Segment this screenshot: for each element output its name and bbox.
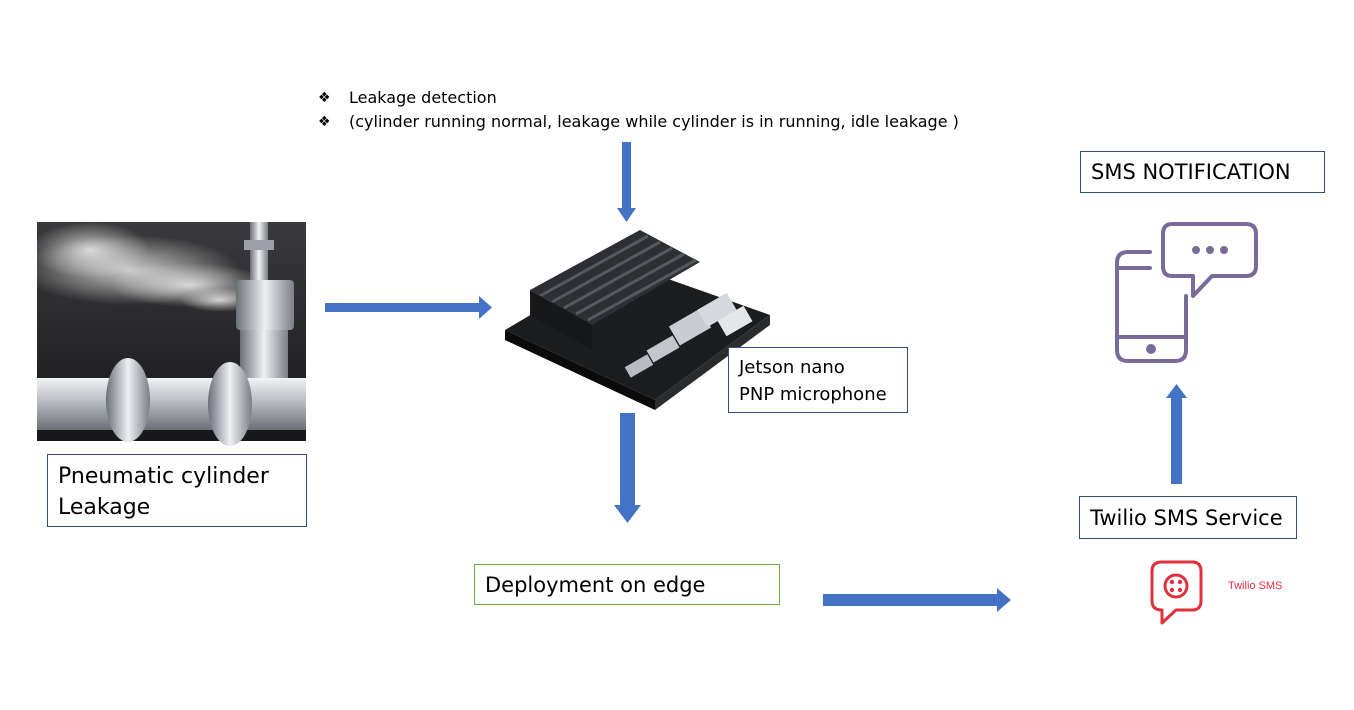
jetson-label-line2: PNP microphone [739, 384, 887, 405]
jetson-label-box: Jetson nano PNP microphone [728, 347, 908, 413]
arrow-down-top [617, 142, 636, 222]
arrow-up-sms [1166, 384, 1187, 484]
bullet-icon: ❖ [318, 114, 331, 130]
sms-notification-box: SMS NOTIFICATION [1080, 151, 1325, 193]
sms-notification-label: SMS NOTIFICATION [1091, 160, 1291, 184]
twilio-logo-icon [1150, 560, 1203, 625]
arrow-right-cylinder [325, 296, 492, 319]
deployment-label: Deployment on edge [485, 573, 706, 597]
jetson-nano-image [505, 230, 770, 410]
bullet-item: ❖ (cylinder running normal, leakage whil… [318, 110, 959, 134]
bullet-text: Leakage detection [349, 88, 497, 107]
bullet-list: ❖ Leakage detection ❖ (cylinder running … [318, 86, 959, 134]
arrow-right-twilio [823, 588, 1011, 612]
arrow-down-deployment [614, 413, 641, 523]
arrows [325, 142, 1187, 612]
pneumatic-cylinder-image [20, 222, 306, 446]
twilio-service-label: Twilio SMS Service [1090, 506, 1283, 530]
cylinder-label-line1: Pneumatic cylinder [58, 464, 269, 489]
cylinder-label-box: Pneumatic cylinder Leakage [47, 454, 307, 527]
phone-chat-icon [1115, 222, 1258, 363]
cylinder-label-line2: Leakage [58, 495, 151, 520]
twilio-service-box: Twilio SMS Service [1079, 496, 1297, 539]
twilio-logo-text: Twilio SMS [1228, 580, 1283, 592]
deployment-label-box: Deployment on edge [474, 564, 780, 605]
bullet-item: ❖ Leakage detection [318, 86, 959, 110]
bullet-icon: ❖ [318, 90, 331, 106]
bullet-text: (cylinder running normal, leakage while … [349, 112, 959, 131]
jetson-label-line1: Jetson nano [739, 357, 845, 378]
